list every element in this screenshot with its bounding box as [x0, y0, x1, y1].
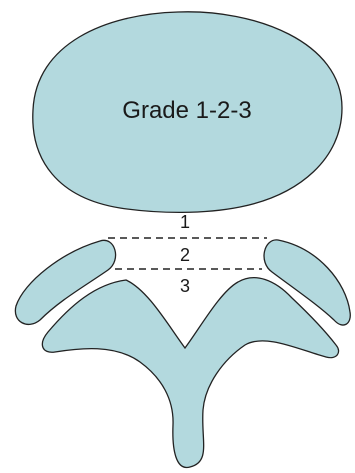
- grade-label-3: 3: [180, 276, 190, 296]
- diagram-title: Grade 1-2-3: [122, 97, 251, 124]
- right-articular-process: [263, 239, 351, 326]
- grade-label-2: 2: [180, 245, 190, 265]
- left-articular-process: [14, 239, 117, 325]
- lamina-spinous-process: [41, 277, 340, 469]
- vertebral-body: [32, 11, 343, 214]
- grade-label-1: 1: [180, 212, 190, 232]
